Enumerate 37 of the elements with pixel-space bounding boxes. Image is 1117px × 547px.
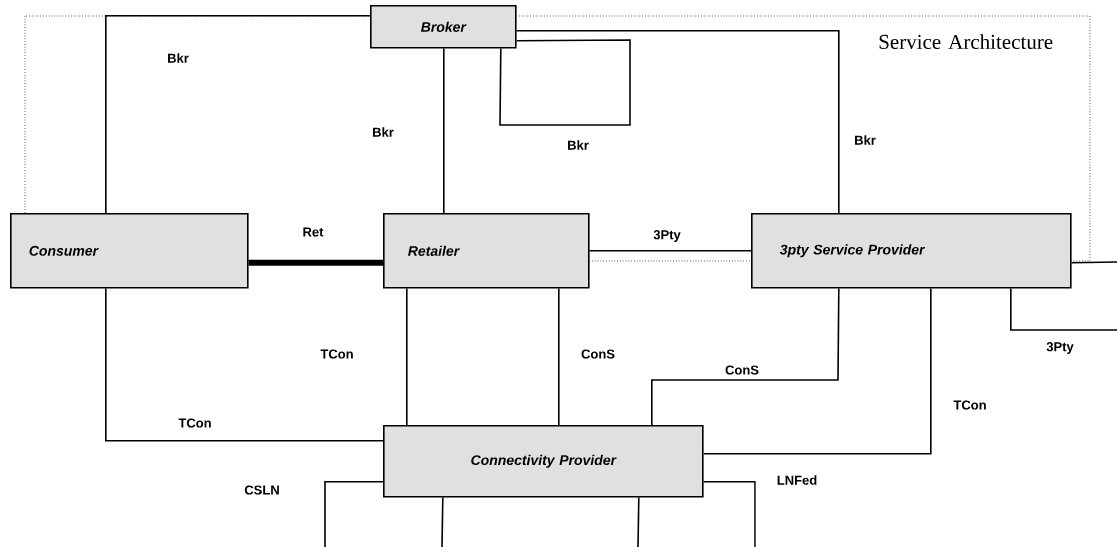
edge-label: 3Pty (1046, 342, 1074, 354)
process-box: Consumer (10, 213, 249, 289)
connector-line (702, 481, 756, 547)
edge-label: TCon (178, 418, 211, 428)
connector-line (1010, 287, 1117, 331)
edge-label: Bkr (168, 53, 189, 63)
connector-line (588, 250, 752, 252)
edge-label: ConS (581, 349, 615, 359)
connector-line (406, 287, 408, 426)
connector-line (1070, 261, 1117, 264)
edge-label: TCon (953, 400, 986, 410)
process-box: Retailer (383, 213, 590, 289)
connector-line (499, 39, 631, 126)
edge-label: TCon (320, 349, 353, 359)
edge-label: Bkr (568, 140, 589, 150)
connector-line (637, 496, 640, 547)
edge-label: Ret (303, 227, 324, 237)
edge-label: Bkr (373, 127, 394, 137)
connector-line (515, 30, 840, 214)
edge-label: ConS (725, 365, 759, 375)
connector-line (105, 287, 384, 442)
edge-label: 3Pty (653, 230, 681, 242)
connector-line (702, 287, 932, 455)
process-box: 3pty Service Provider (751, 213, 1072, 289)
edge-label: CSLN (244, 485, 279, 495)
connector-line (248, 259, 383, 266)
process-box: Broker (370, 5, 517, 49)
process-box: Connectivity Provider (383, 425, 704, 498)
connector-line (324, 481, 384, 547)
connector-line (651, 287, 840, 426)
connector-line (443, 47, 445, 214)
connector-line (441, 496, 444, 547)
connector-line (558, 287, 560, 426)
edge-label: LNFed (777, 475, 817, 485)
connector-line (105, 15, 371, 214)
edge-label: Bkr (855, 135, 876, 145)
region-title: Service Architecture (879, 34, 1053, 49)
